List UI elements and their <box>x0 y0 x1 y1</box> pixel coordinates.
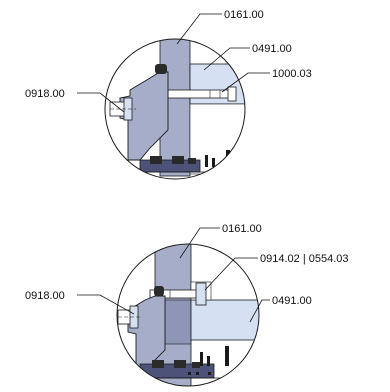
leader-bottom-housing <box>179 227 220 259</box>
seal-element-2 <box>172 156 184 164</box>
oring-top <box>155 64 167 74</box>
lower-detail-view: 0161.00 0914.02 | 0554.03 0918.00 0491.0… <box>25 223 349 387</box>
spring-2 <box>212 158 215 167</box>
leader-bottom-cover <box>249 299 270 323</box>
label-bottom-left: 0918.00 <box>25 290 65 302</box>
housing-inner-band <box>164 299 192 345</box>
seal-element-2 <box>174 360 186 368</box>
leader-top-screw <box>221 72 270 93</box>
label-bottom-housing: 0161.00 <box>222 223 262 235</box>
label-bottom-bolt: 0914.02 | 0554.03 <box>260 253 349 265</box>
screw-head <box>227 86 237 102</box>
spring-1 <box>200 352 203 366</box>
dot-2 <box>196 372 199 375</box>
cover-part <box>190 299 259 341</box>
spring-2 <box>207 356 210 366</box>
leader-top-left <box>77 92 125 113</box>
dot-1 <box>188 372 191 375</box>
leader-bottom-left <box>77 294 135 315</box>
label-top-screw: 1000.03 <box>272 68 312 80</box>
spring-3 <box>225 346 229 366</box>
leader-top-housing <box>176 13 222 45</box>
seal-element-1 <box>152 360 164 368</box>
lower-detail-circle <box>116 243 260 387</box>
label-bottom-cover: 0491.00 <box>272 295 312 307</box>
lower-detail-parts <box>117 244 259 386</box>
dot-3 <box>208 372 211 375</box>
label-top-cover: 0491.00 <box>252 43 292 55</box>
seal-element-3 <box>188 158 196 164</box>
bolt-head <box>195 282 207 306</box>
upper-detail-circle <box>104 38 246 180</box>
oring-top <box>154 286 164 296</box>
upper-detail-parts <box>105 39 245 177</box>
label-top-left: 0918.00 <box>25 88 65 100</box>
label-top-housing: 0161.00 <box>224 9 264 21</box>
seal-element-1 <box>150 156 162 164</box>
screw-shank <box>167 89 235 99</box>
leader-top-cover <box>203 47 250 71</box>
leader-bottom-bolt <box>204 257 258 291</box>
seal-element-3 <box>192 362 200 368</box>
spring-1 <box>205 155 208 167</box>
upper-detail-view: 0161.00 0491.00 1000.03 0918.00 <box>25 9 312 180</box>
